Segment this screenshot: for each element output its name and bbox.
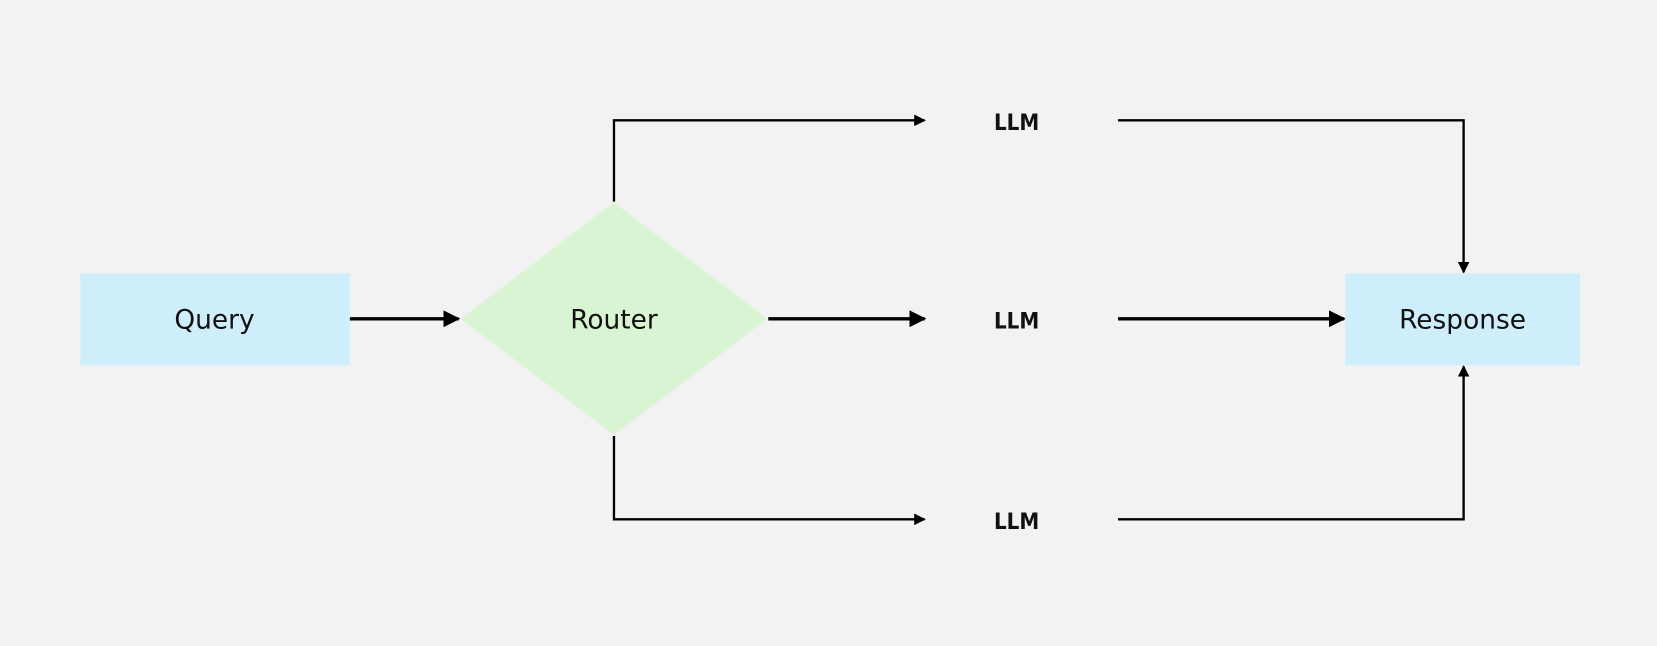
llm-bottom-label: LLM	[994, 509, 1039, 535]
router-label: Router	[570, 304, 658, 335]
router-node: Router	[460, 202, 768, 435]
response-label: Response	[1399, 304, 1526, 335]
llm-bottom-node: LLM	[942, 440, 1100, 597]
query-node: Query	[80, 273, 350, 366]
response-node: Response	[1345, 273, 1580, 366]
edge-llm-top-response	[1118, 119, 1470, 274]
edge-llm-bottom-response	[1118, 365, 1470, 521]
edge-router-llm-top	[612, 114, 926, 202]
llm-middle-node: LLM	[942, 239, 1100, 396]
llm-middle-label: LLM	[994, 308, 1039, 334]
llm-top-label: LLM	[994, 110, 1039, 136]
edge-router-llm-bottom	[612, 435, 926, 526]
query-label: Query	[174, 304, 254, 335]
llm-top-node: LLM	[942, 41, 1100, 198]
